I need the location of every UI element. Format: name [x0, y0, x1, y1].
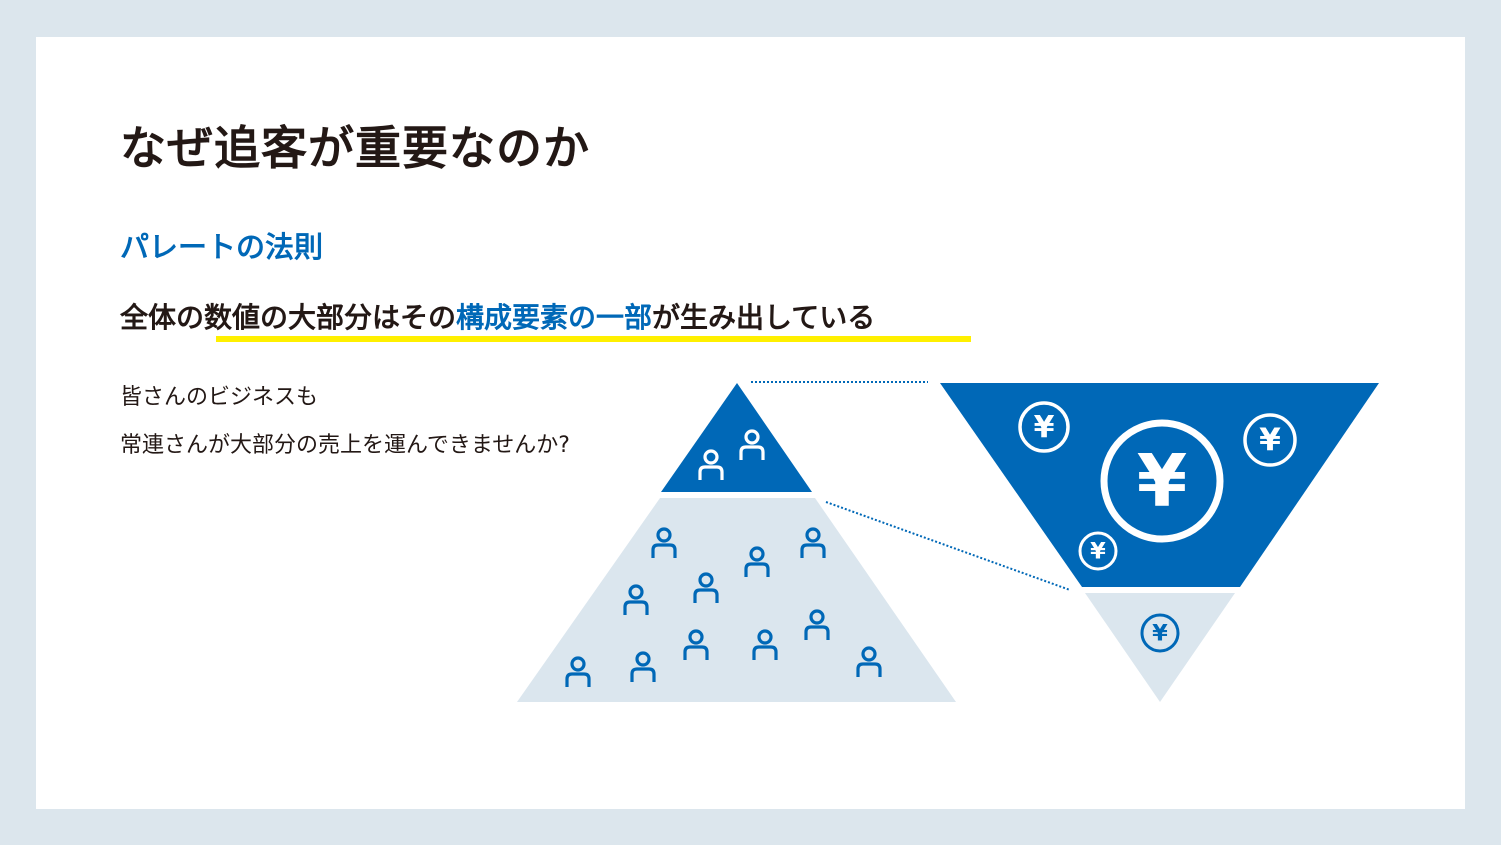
pyramid-base: [517, 498, 956, 702]
body-line-2: 常連さんが大部分の売上を運んできませんか?: [120, 433, 570, 458]
yen-coin-icon: ¥: [1018, 401, 1070, 453]
highlight-underline: [216, 336, 971, 342]
body-line-1: 皆さんのビジネスも: [120, 385, 319, 410]
yen-coin-icon: ¥: [1243, 413, 1297, 467]
section-subtitle: パレートの法則: [120, 230, 324, 264]
person-icon: [800, 527, 826, 558]
headline-highlight: 構成要素の一部: [456, 301, 653, 334]
person-icon: [739, 429, 765, 460]
yen-symbol: ¥: [1090, 539, 1106, 565]
person-icon: [565, 656, 591, 687]
headline-part3: が生み出している: [652, 301, 876, 334]
revenue-bottom: [1085, 593, 1235, 702]
yen-coin-icon: ¥: [1078, 531, 1118, 571]
person-icon: [744, 546, 770, 577]
headline: 全体の数値の大部分はその構成要素の一部が生み出している: [120, 296, 875, 336]
person-icon: [698, 449, 724, 480]
yen-symbol: ¥: [1034, 410, 1055, 445]
page-title: なぜ追客が重要なのか: [120, 121, 590, 175]
yen-symbol: ¥: [1137, 439, 1187, 523]
person-icon: [804, 609, 830, 640]
person-icon: [651, 527, 677, 558]
connector-line-bottom: [825, 501, 1071, 591]
yen-symbol: ¥: [1259, 423, 1281, 459]
pyramid-top: [661, 383, 812, 492]
person-icon: [693, 572, 719, 603]
person-icon: [856, 646, 882, 677]
person-icon: [630, 651, 656, 682]
yen-symbol: ¥: [1152, 621, 1168, 647]
person-icon: [683, 629, 709, 660]
headline-part1: 全体の数値の大部分はその: [120, 301, 457, 334]
person-icon: [752, 629, 778, 660]
yen-coin-icon: ¥: [1100, 419, 1224, 543]
yen-coin-icon: ¥: [1140, 613, 1180, 653]
person-icon: [623, 584, 649, 615]
revenue-top: [940, 383, 1379, 587]
